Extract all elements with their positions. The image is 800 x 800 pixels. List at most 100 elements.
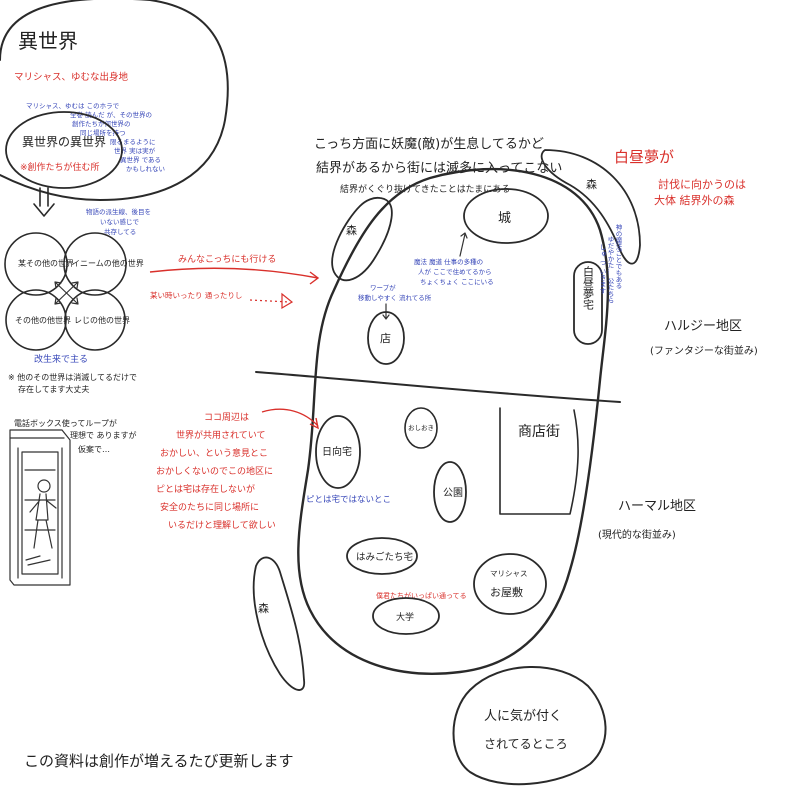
- school-region: [372, 597, 440, 635]
- haruji-sub: (ファンタジーな街並み): [650, 344, 758, 357]
- park-label: 公園: [443, 487, 463, 499]
- izumi-note: ココ周辺は 世界が共用されていて おかしい、という意見とこ おかしくないのでこの…: [156, 412, 276, 531]
- svg-text:こっち方面に妖魔(敵)が生息してるかど: こっち方面に妖魔(敵)が生息してるかど: [314, 136, 544, 152]
- svg-text:世界 実は実が: 世界 実は実が: [114, 146, 156, 155]
- svg-text:ちょくちょく ここにいる: ちょくちょく ここにいる: [420, 278, 494, 286]
- svg-text:創作たちが何世界の: 創作たちが何世界の: [72, 119, 131, 128]
- hamal-label: ハーマル地区: [618, 499, 696, 514]
- svg-text:結界がくぐり抜けてきたことはたまにある: 結界がくぐり抜けてきたことはたまにある: [340, 183, 510, 195]
- magic-note: 魔法 魔道 仕事の多種の 人が ここで住めてるから ちょくちょく ここにいる: [414, 257, 494, 286]
- hamigo-region: [346, 537, 418, 575]
- forest-ne-region: [540, 149, 641, 265]
- svg-text:人が ここで住めてるから: 人が ここで住めてるから: [418, 267, 492, 276]
- hamigo-label: はみごたち宅: [356, 551, 413, 563]
- residence-label: 日向宅: [322, 445, 352, 458]
- shoten-region: [499, 407, 579, 515]
- svg-text:ゆだやかた… 公たちら: ゆだやかた… 公たちら: [606, 236, 614, 304]
- footer-note: この資料は創作が増えるたび更新します: [24, 752, 294, 770]
- svg-text:異世界 である: 異世界 である: [120, 155, 161, 164]
- forest-sw-region: [252, 556, 305, 691]
- world-note: 物語の派生線、後目を いない感じで 共存してる: [86, 207, 151, 236]
- forest-nw-region: [331, 196, 393, 282]
- town-outline: [297, 167, 610, 675]
- isekai-of-isekai-title: 異世界の異世界: [22, 135, 106, 149]
- one-way-label: 某い時いったり 通ったりし: [150, 290, 242, 300]
- svg-text:限るまるように: 限るまるように: [110, 137, 156, 146]
- svg-text:安全のたちに同じ場所に: 安全のたちに同じ場所に: [160, 501, 259, 513]
- svg-text:同じ場所を持つ: 同じ場所を持つ: [80, 128, 126, 137]
- down-arrow-icon: [33, 187, 55, 217]
- svg-text:共存してる: 共存してる: [104, 227, 136, 236]
- residence-note: ピとは宅ではないとこ: [306, 494, 391, 505]
- forest-nw-label: 森: [346, 223, 357, 237]
- izumi-note-arrow: [261, 408, 319, 430]
- hakuchumu-note-2: 大体 結界外の森: [654, 193, 735, 207]
- marishasu-label-1: マリシャス: [490, 569, 528, 578]
- lower-right-label-1: 人に気が付く: [484, 708, 562, 724]
- cross-arrows-icon: [54, 281, 79, 305]
- castle-label: 城: [498, 211, 511, 226]
- isekai-of-isekai-circle: [5, 111, 123, 189]
- svg-text:神の魔法ごとでもある: 神の魔法ごとでもある: [614, 223, 622, 289]
- svg-text:いない感じで: いない感じで: [100, 217, 140, 226]
- everyone-arrow: [149, 267, 319, 279]
- svg-text:世界が共用されていて: 世界が共用されていて: [176, 429, 265, 441]
- svg-text:しゅ つ いきます: しゅ つ いきます: [598, 244, 606, 294]
- isekai-of-isekai-sub: ※創作たちが住む所: [20, 161, 100, 173]
- svg-text:かもしれない: かもしれない: [126, 165, 165, 173]
- svg-text:理想で ありますが: 理想で ありますが: [70, 430, 137, 440]
- everyone-label: みんなこっちにも行ける: [178, 253, 276, 265]
- shop-note: ワープが 移動しやすく 流れてる所: [358, 283, 432, 302]
- haruji-label: ハルジー地区: [664, 319, 742, 334]
- world-circle-2: [63, 232, 127, 296]
- shoten-label-1: 商店街: [518, 424, 560, 440]
- lower-right-region: [452, 666, 607, 786]
- mansion-note: 神の魔法ごとでもある ゆだやかた… 公たちら しゅ つ いきます: [598, 223, 622, 304]
- park-region: [433, 461, 467, 523]
- district-divider: [255, 371, 621, 403]
- residence-region: [315, 415, 361, 489]
- hamal-sub: (現代的な街並み): [598, 528, 676, 541]
- world-label-2: イニームの他の世界: [72, 258, 144, 268]
- one-way-arrow-head: [281, 292, 294, 310]
- svg-text:電話ボックス使ってループが: 電話ボックス使ってループが: [14, 418, 117, 428]
- one-way-arrow: [249, 299, 291, 303]
- marishasu-region: [473, 553, 547, 615]
- world-label-4: レじの他の世界: [74, 315, 130, 325]
- hakuchumu-note-1: 討伐に向かうのは: [658, 177, 746, 191]
- world-circle-4: [64, 289, 126, 351]
- lower-right-label-2: されてるところ: [484, 737, 568, 751]
- oshioki-region: [404, 407, 438, 449]
- svg-text:おかしくないのでこの地区に: おかしくないのでこの地区に: [156, 465, 273, 477]
- svg-text:物語の派生線、後目を: 物語の派生線、後目を: [86, 207, 151, 216]
- svg-text:移動しやすく 流れてる所: 移動しやすく 流れてる所: [358, 293, 432, 302]
- svg-text:マリシャス、ゆむは このホラで: マリシャス、ゆむは このホラで: [26, 102, 120, 110]
- school-label: 大学: [396, 611, 414, 623]
- world-circle-3: [5, 289, 67, 351]
- derive-label: 改生来で主る: [34, 353, 88, 365]
- shop-region: [367, 311, 405, 365]
- forest-ne-label: 森: [586, 177, 597, 191]
- footnote-line-2: 存在してます大丈夫: [18, 384, 89, 394]
- mansion-region: [573, 261, 603, 345]
- svg-text:ワープが: ワープが: [370, 283, 396, 292]
- oshioki-label: おしおき: [408, 424, 434, 432]
- svg-text:仮案で…: 仮案で…: [78, 444, 110, 454]
- forest-sw-label: 森: [258, 601, 269, 615]
- world-label-1: 某その他の世界: [18, 258, 74, 268]
- svg-text:ピとは宅は存在しないが: ピとは宅は存在しないが: [156, 483, 255, 495]
- shop-label: 店: [380, 331, 391, 345]
- top-notes: こっち方面に妖魔(敵)が生息してるかど 結界があるから街には滅多に入ってこない …: [314, 136, 562, 195]
- mansion-label: 白昼夢宅: [582, 265, 595, 310]
- svg-text:ココ周辺は: ココ周辺は: [204, 412, 249, 423]
- world-circle-1: [4, 232, 68, 296]
- magic-note-arrow: [459, 232, 468, 257]
- isekai-note: マリシャス、ゆむは このホラで 全巻 読んだ が、その世界の 創作たちが何世界の…: [26, 102, 165, 173]
- isekai-outer-region: [0, 0, 229, 201]
- marishasu-label-2: お屋敷: [490, 585, 523, 599]
- footnote-line-1: ※ 他のその世界は消滅してるだけで: [8, 372, 137, 382]
- hakuchumu-title: 白昼夢が: [614, 148, 674, 166]
- svg-text:おかしい、という意見とこ: おかしい、という意見とこ: [160, 447, 268, 459]
- shop-note-arrow: [382, 303, 390, 320]
